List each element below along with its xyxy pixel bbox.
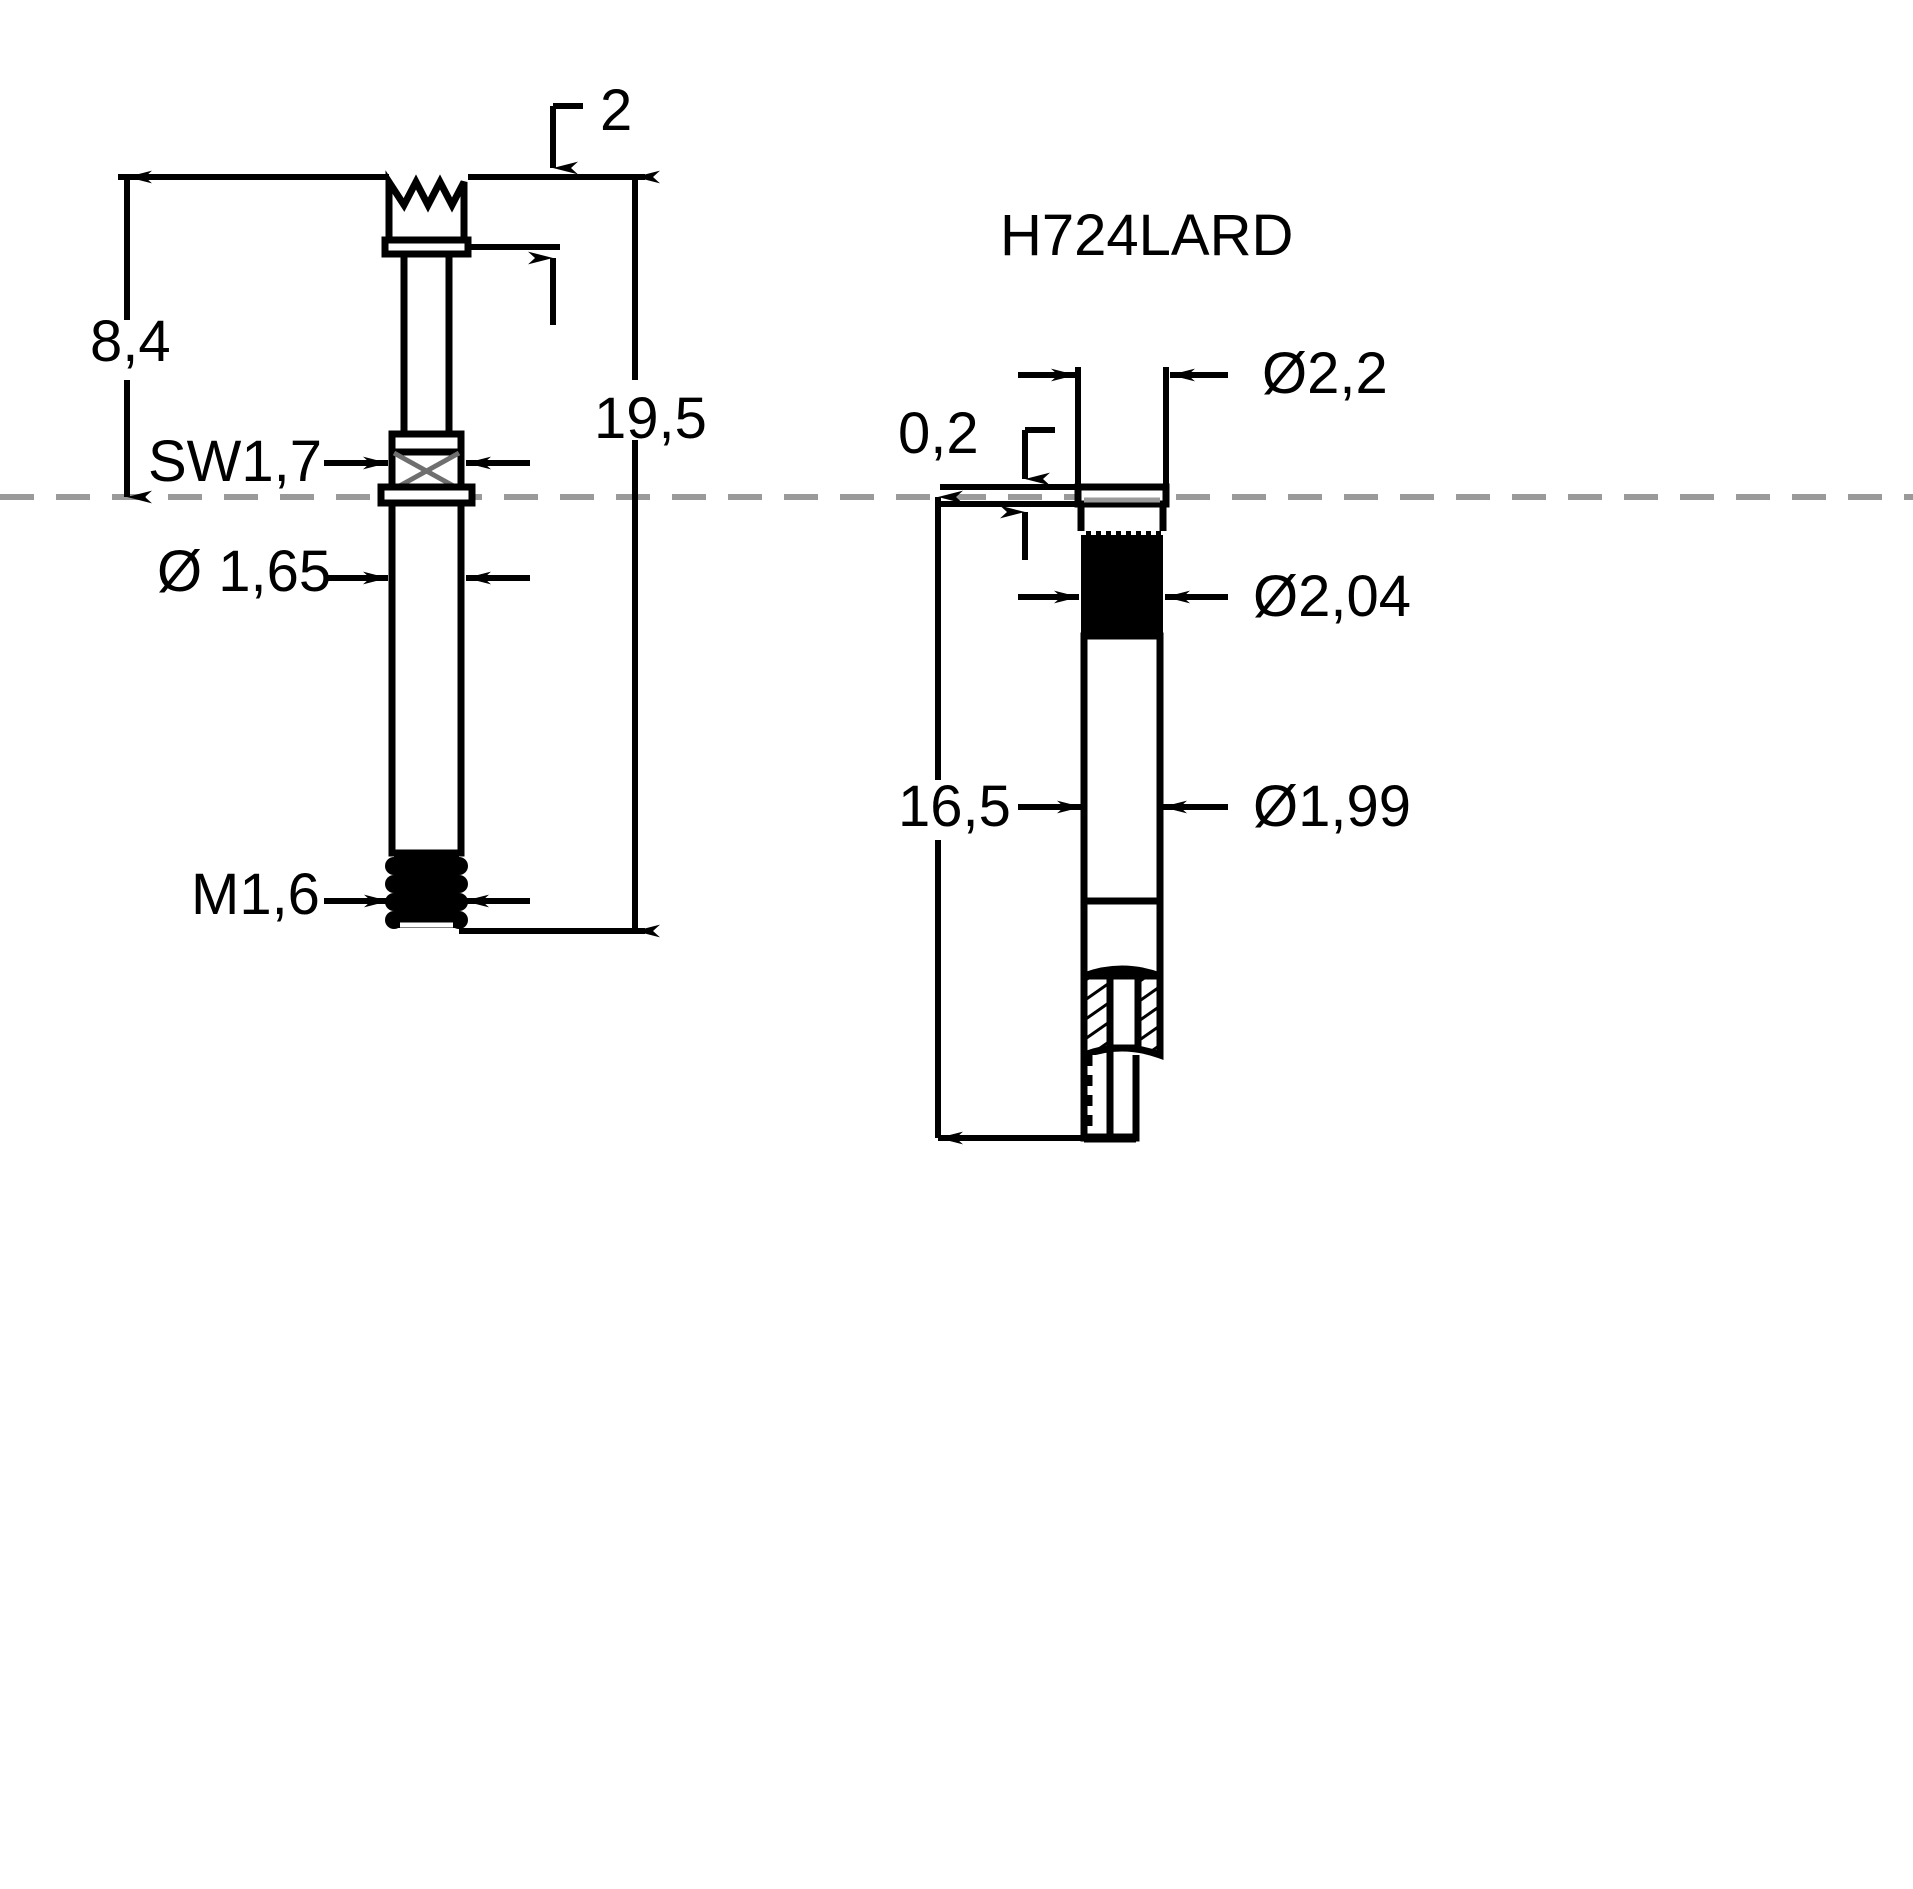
receptacle-geometry	[1074, 483, 1170, 1143]
dim-label-sw1-7: SW1,7	[148, 429, 323, 494]
dim-8-4	[118, 170, 389, 504]
dim-label-m1-6: M1,6	[191, 862, 320, 927]
dim-0-2	[940, 427, 1078, 560]
dim-label-8-4: 8,4	[90, 309, 171, 374]
dim-label-2: 2	[600, 78, 633, 143]
dim-19-5	[459, 170, 660, 938]
dim-2	[468, 103, 583, 325]
part-title: H724LARD	[1000, 203, 1294, 268]
plunger-geometry	[377, 170, 476, 929]
dim-label-d2-2: Ø2,2	[1262, 341, 1388, 406]
dim-d2-2	[1018, 367, 1228, 487]
dim-16-5	[935, 490, 1084, 1145]
dim-label-d1-65: Ø 1,65	[157, 539, 332, 604]
dim-label-16-5: 16,5	[898, 774, 1011, 839]
dim-label-19-5: 19,5	[594, 386, 707, 451]
dim-label-d1-99: Ø1,99	[1253, 774, 1411, 839]
dim-label-0-2: 0,2	[898, 401, 979, 466]
dim-label-d2-04: Ø2,04	[1253, 564, 1411, 629]
